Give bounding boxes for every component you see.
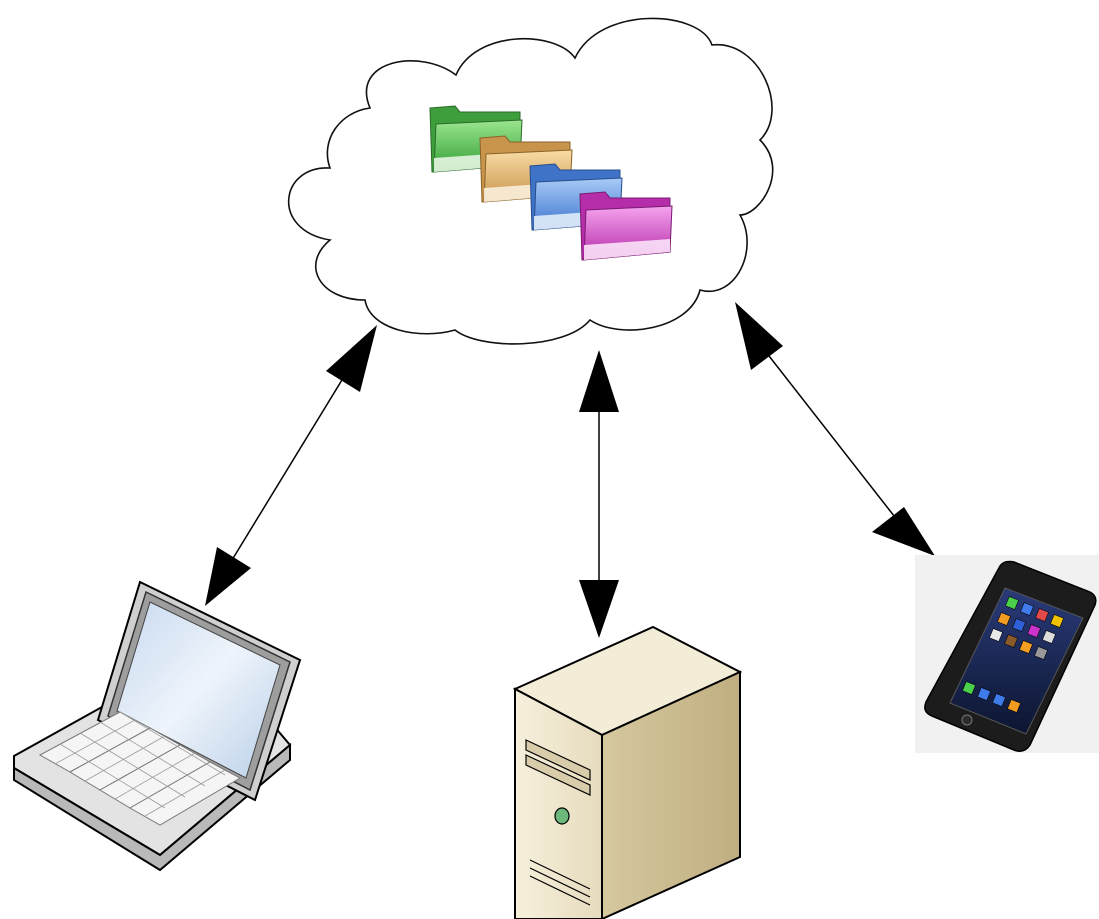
- laptop-icon: [13, 580, 302, 872]
- magenta-folder-icon: [579, 191, 673, 261]
- server-sync-arrow: [579, 350, 619, 638]
- laptop-sync-arrow: [205, 325, 377, 606]
- phone-sync-arrow: [735, 302, 935, 556]
- smartphone-icon: [915, 555, 1099, 753]
- server-tower-icon: [512, 625, 743, 919]
